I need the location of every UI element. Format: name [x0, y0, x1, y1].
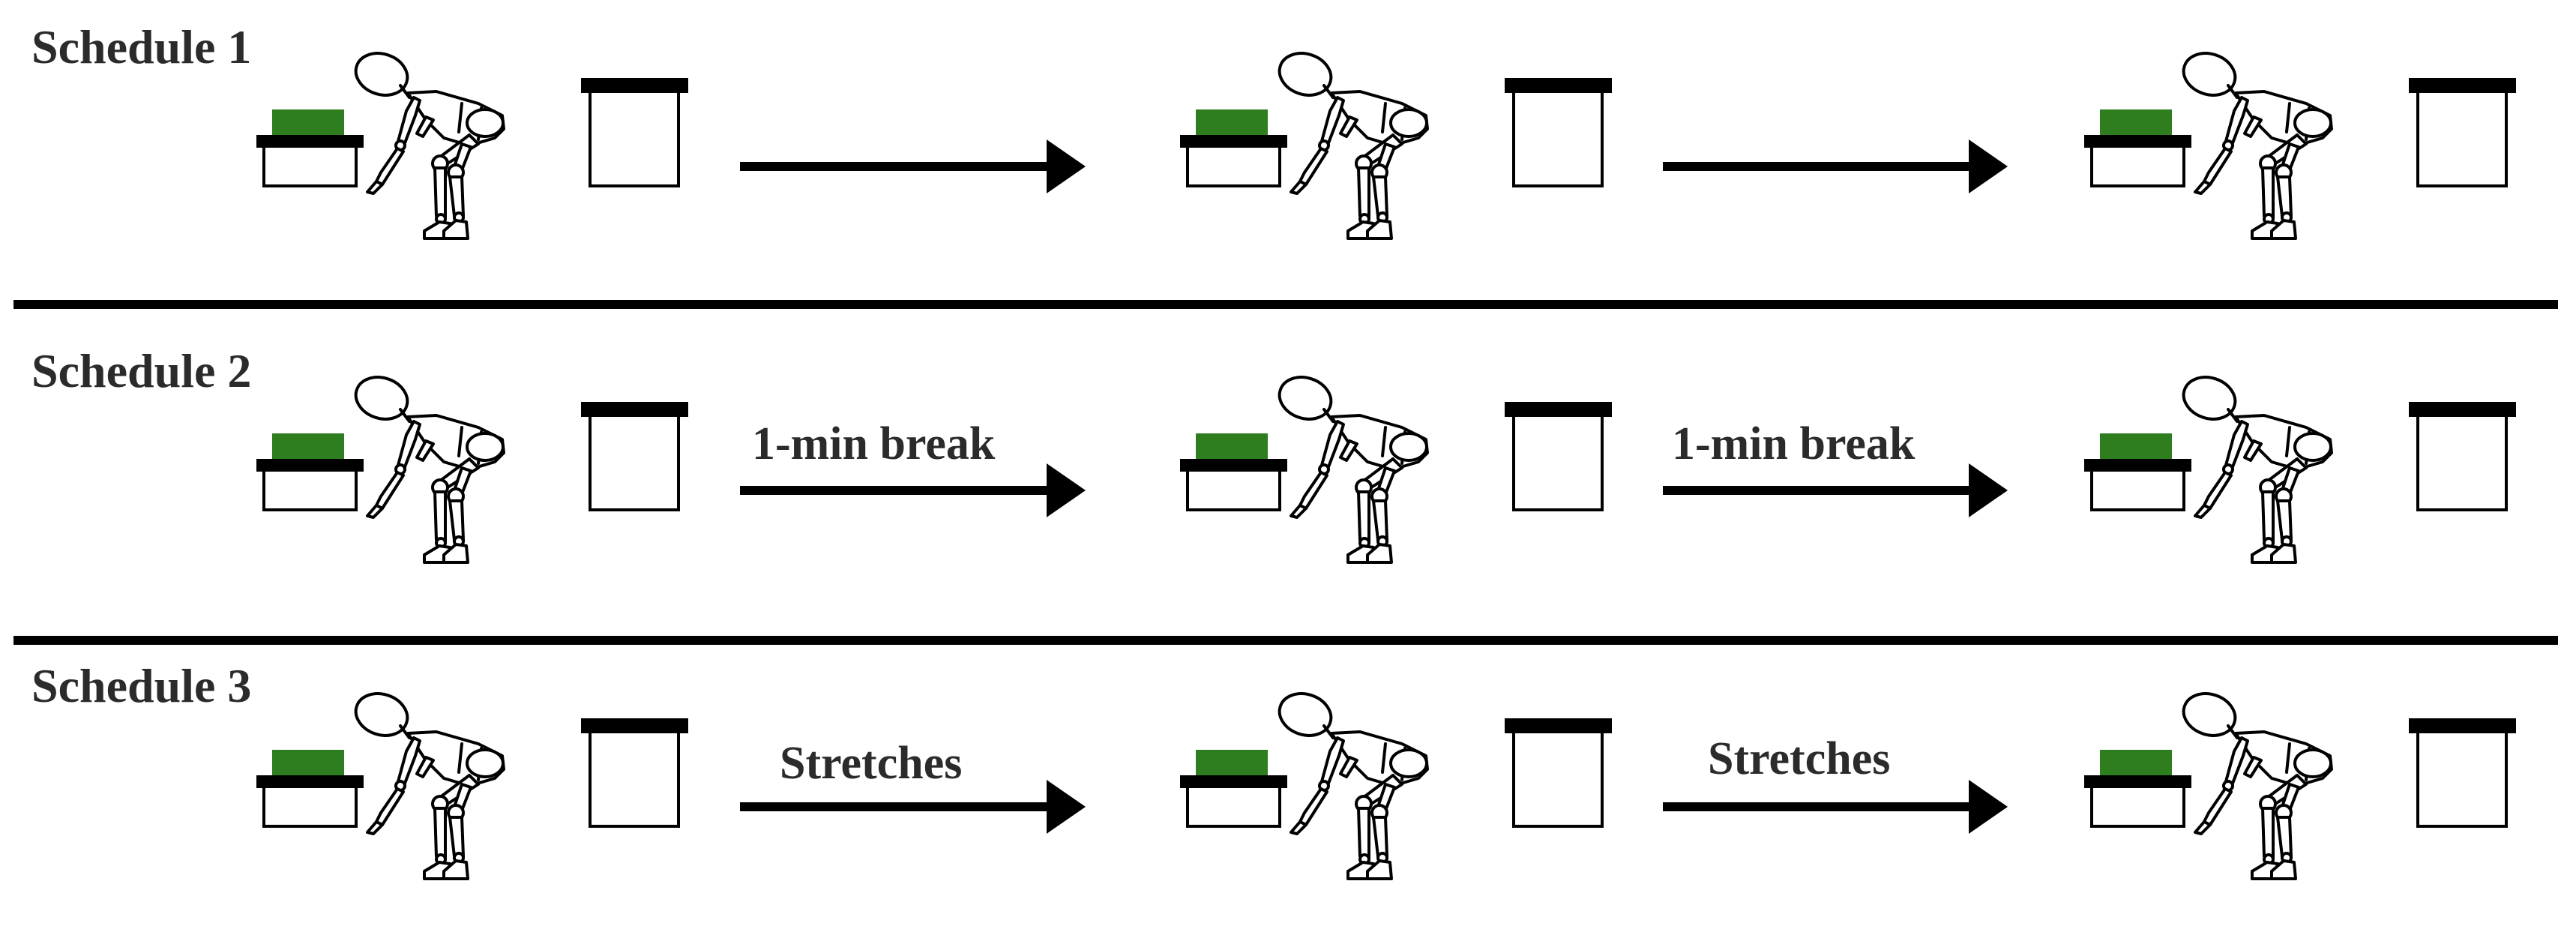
schedule-title: Schedule 3 — [31, 659, 251, 712]
lifting-station-1 — [255, 685, 690, 880]
arrow-head — [1969, 463, 2008, 517]
arrow-label: 1-min break — [1672, 418, 1916, 469]
lifting-station-2 — [1179, 45, 1613, 241]
lifting-station-1 — [255, 369, 690, 564]
schedule-row-1: Schedule 1 — [31, 20, 2518, 241]
schedule-title: Schedule 1 — [31, 20, 251, 73]
arrow-label: Stretches — [780, 738, 962, 789]
schedule-row-3: Schedule 3 Stretches Stretches — [31, 659, 2518, 880]
lifting-station-3 — [2083, 369, 2518, 564]
arrow-head — [1969, 139, 2008, 193]
lifting-station-3 — [2083, 685, 2518, 880]
schedule-row-2: Schedule 2 1-min break 1-min break — [31, 344, 2518, 564]
arrow-label: 1-min break — [752, 418, 996, 469]
arrow-head — [1047, 780, 1086, 834]
lifting-station-1 — [255, 45, 690, 241]
schedule-title: Schedule 2 — [31, 344, 251, 397]
lifting-station-2 — [1179, 369, 1613, 564]
arrow-head — [1047, 463, 1086, 517]
lifting-station-3 — [2083, 45, 2518, 241]
arrow-head — [1969, 780, 2008, 834]
arrow-label: Stretches — [1708, 733, 1890, 784]
arrow-head — [1047, 139, 1086, 193]
lifting-station-2 — [1179, 685, 1613, 880]
